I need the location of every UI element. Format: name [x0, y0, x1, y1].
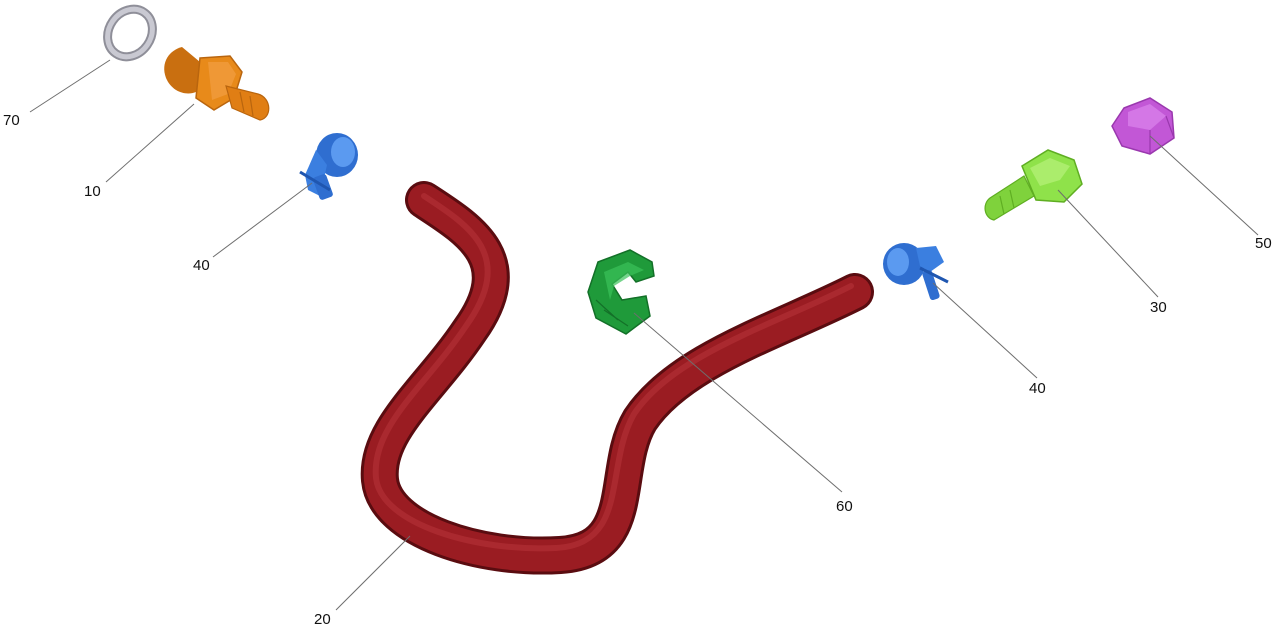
callout-label-30: 30	[1150, 299, 1167, 316]
callout-label-60: 60	[836, 498, 853, 515]
barb-fitting-right-part	[984, 149, 1083, 221]
leader-line-50	[1149, 135, 1259, 236]
barb-fitting-left-part	[164, 47, 270, 121]
hose-clamp-left-part	[299, 133, 358, 200]
retaining-clip-part	[587, 249, 655, 335]
leader-line-60	[633, 312, 843, 493]
leader-line-70	[29, 59, 111, 113]
callout-label-10: 10	[84, 183, 101, 200]
hose-part	[360, 181, 874, 575]
hose-clamp-right-part	[883, 243, 949, 301]
callout-labels: 70 10 40 20 60 40 30 50	[3, 112, 1272, 628]
callout-label-40-right: 40	[1029, 380, 1046, 397]
callout-label-20: 20	[314, 611, 331, 628]
leader-line-40-left	[212, 182, 313, 258]
leader-lines	[29, 59, 1259, 611]
washer-part	[103, 4, 157, 62]
leader-line-20	[335, 535, 411, 611]
leader-line-30	[1057, 189, 1159, 298]
callout-label-50: 50	[1255, 235, 1272, 252]
cap-nut-part	[1111, 97, 1175, 155]
callout-label-40-left: 40	[193, 257, 210, 274]
leader-line-10	[105, 103, 195, 183]
callout-label-70: 70	[3, 112, 20, 129]
leader-line-40-right	[932, 282, 1038, 379]
